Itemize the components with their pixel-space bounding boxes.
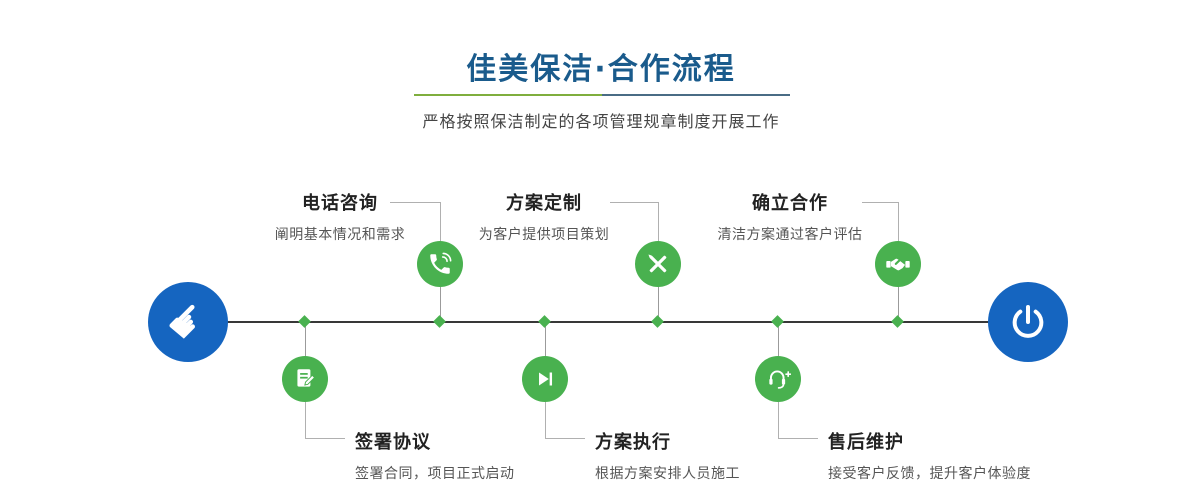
step-after-sales: 售后维护 接受客户反馈，提升客户体验度 — [828, 428, 1031, 483]
timeline-node-diamond — [433, 315, 446, 328]
label-hook-line — [305, 402, 306, 438]
step-node-contract — [282, 356, 328, 402]
connector-line — [305, 323, 306, 356]
design-tools-icon — [648, 254, 667, 273]
step-title: 电话咨询 — [302, 193, 378, 214]
timeline-node-diamond — [651, 315, 664, 328]
step-desc: 阐明基本情况和需求 — [274, 227, 406, 243]
label-hook-line — [545, 402, 546, 438]
connector-line — [898, 287, 899, 321]
step-node-design — [635, 241, 681, 287]
label-hook-line — [545, 438, 585, 439]
step-title: 确立合作 — [752, 193, 828, 214]
label-hook-line — [778, 438, 818, 439]
step-node-handshake — [875, 241, 921, 287]
step-establish-coop: 确立合作 清洁方案通过客户评估 — [706, 189, 874, 244]
step-desc: 签署合同，项目正式启动 — [355, 466, 515, 482]
label-hook-line — [778, 402, 779, 438]
headset-icon — [769, 370, 791, 389]
label-hook-line — [610, 202, 658, 203]
step-node-phone — [417, 241, 463, 287]
power-icon — [1012, 305, 1044, 338]
step-title: 售后维护 — [828, 432, 904, 453]
step-sign-agreement: 签署协议 签署合同，项目正式启动 — [355, 428, 515, 483]
page-subtitle: 严格按照保洁制定的各项管理规章制度开展工作 — [422, 112, 780, 131]
step-phone-consult: 电话咨询 阐明基本情况和需求 — [258, 189, 422, 244]
connector-line — [658, 287, 659, 321]
handshake-icon — [886, 258, 910, 271]
step-node-play — [522, 356, 568, 402]
divider-green-segment — [414, 94, 602, 96]
step-desc: 根据方案安排人员施工 — [595, 466, 740, 482]
timeline-node-diamond — [891, 315, 904, 328]
timeline-node-diamond — [771, 315, 784, 328]
step-plan-custom: 方案定制 为客户提供项目策划 — [462, 189, 626, 244]
flow-end-node — [988, 282, 1068, 362]
step-title: 签署协议 — [355, 432, 431, 453]
document-sign-icon — [297, 369, 316, 387]
step-desc: 接受客户反馈，提升客户体验度 — [828, 466, 1031, 482]
pointer-hand-icon: ☛ — [155, 289, 220, 354]
label-hook-line — [658, 202, 659, 241]
page-title: 佳美保洁·合作流程 — [466, 52, 736, 87]
step-node-support — [755, 356, 801, 402]
connector-line — [545, 323, 546, 356]
step-plan-execute: 方案执行 根据方案安排人员施工 — [595, 428, 740, 483]
timeline-node-diamond — [538, 315, 551, 328]
play-icon — [539, 372, 553, 386]
connector-line — [440, 287, 441, 321]
flow-start-node: ☛ — [148, 282, 228, 362]
divider-blue-segment — [602, 94, 790, 96]
label-hook-line — [305, 438, 345, 439]
timeline-line — [188, 321, 1028, 323]
title-divider — [414, 94, 790, 96]
label-hook-line — [390, 202, 440, 203]
phone-icon — [430, 252, 452, 274]
label-hook-line — [898, 202, 899, 241]
connector-line — [778, 323, 779, 356]
step-title: 方案定制 — [506, 193, 582, 214]
step-title: 方案执行 — [595, 432, 671, 453]
timeline-node-diamond — [298, 315, 311, 328]
step-desc: 清洁方案通过客户评估 — [717, 227, 863, 243]
step-desc: 为客户提供项目策划 — [478, 227, 610, 243]
label-hook-line — [862, 202, 898, 203]
label-hook-line — [440, 202, 441, 241]
